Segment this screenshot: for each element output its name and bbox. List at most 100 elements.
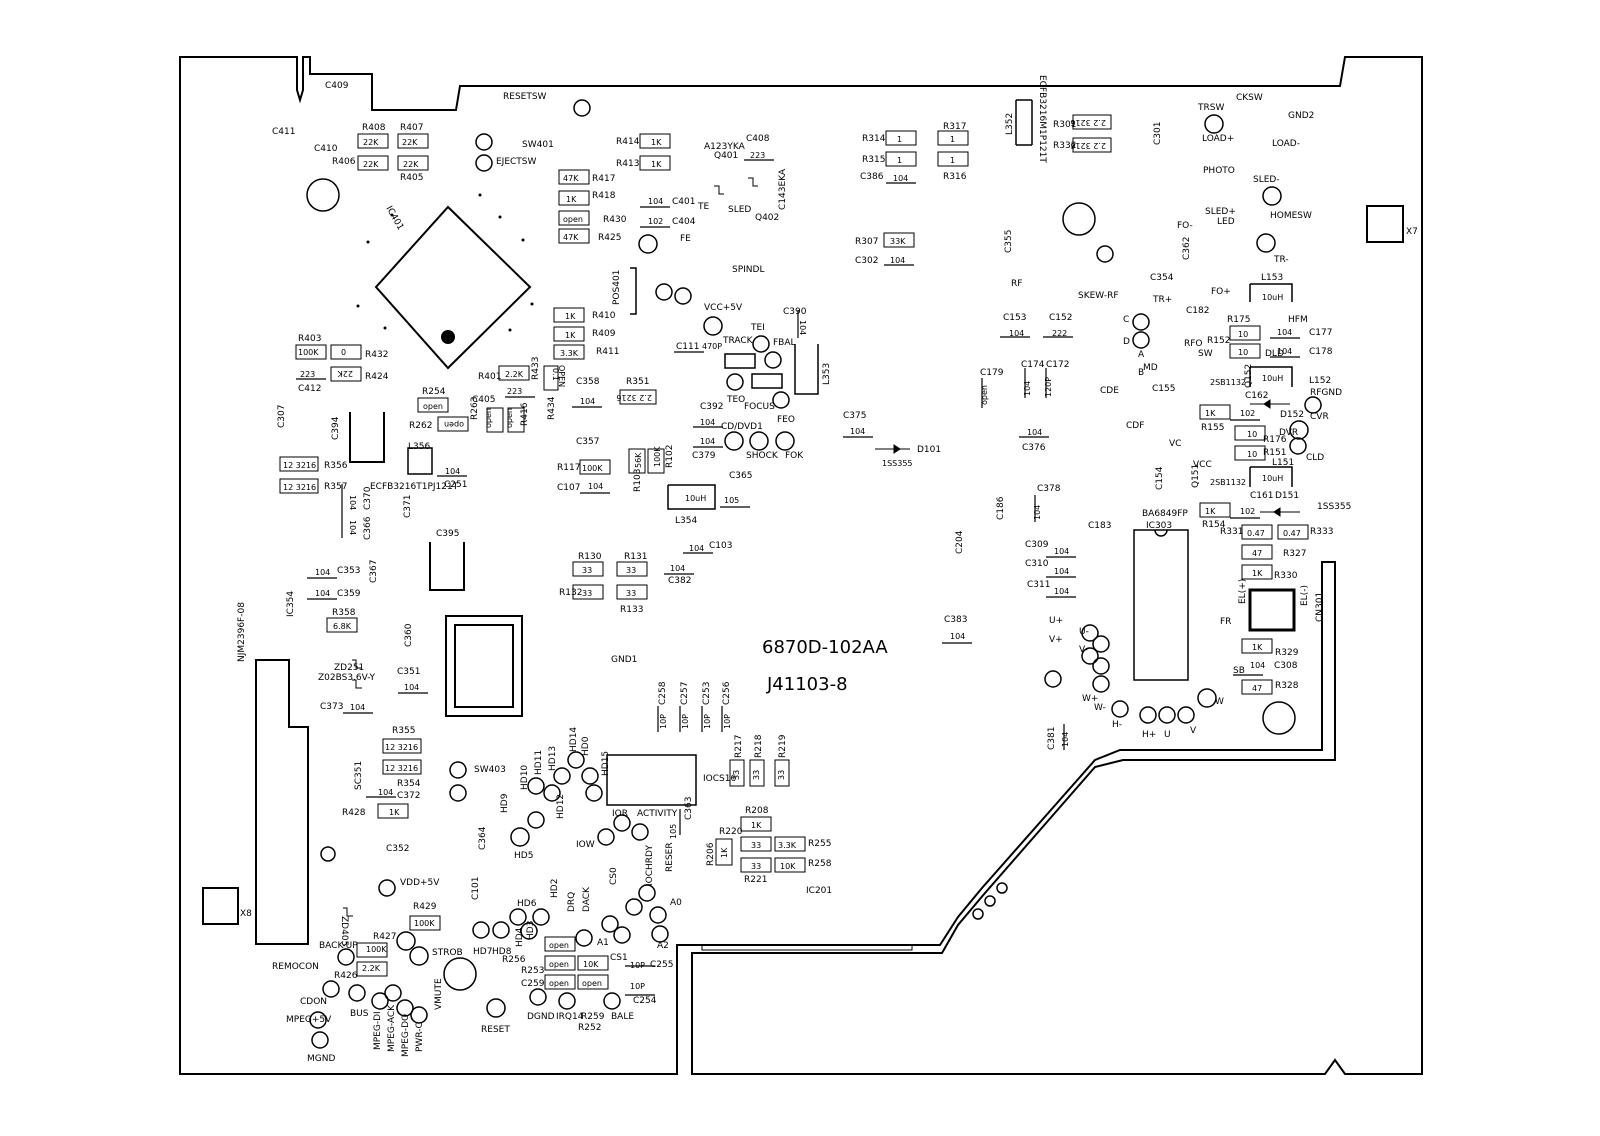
silkscreen-label: W: [1215, 697, 1224, 707]
silkscreen-label: CVR: [1310, 412, 1329, 422]
silkscreen-label: 33: [626, 566, 636, 575]
silkscreen-label: R219: [778, 734, 788, 758]
silkscreen-label: R405: [400, 173, 423, 183]
silkscreen-label: TR-: [1273, 255, 1289, 265]
silkscreen-label: 104: [1054, 587, 1069, 596]
silkscreen-label: 33: [582, 566, 592, 575]
silkscreen-label: R417: [592, 174, 615, 184]
silkscreen-label: IRQ14: [556, 1012, 584, 1022]
silkscreen-label: FE: [680, 234, 691, 244]
silkscreen-label: C358: [576, 377, 600, 387]
silkscreen-label: open: [980, 385, 989, 405]
silkscreen-label: VCC+5V: [704, 303, 743, 313]
silkscreen-label: C258: [658, 681, 668, 705]
silkscreen-label: IOR: [612, 809, 628, 819]
silkscreen-label: B: [1138, 368, 1144, 378]
silkscreen-label: 2.2 3216: [1070, 118, 1106, 127]
silkscreen-label: 1: [897, 156, 902, 165]
silkscreen-label: 1: [950, 156, 955, 165]
silkscreen-label: 104: [798, 320, 807, 335]
silkscreen-label: Q401: [714, 151, 738, 161]
silkscreen-label: 1K: [751, 821, 762, 830]
silkscreen-label: HD2: [550, 879, 560, 898]
silkscreen-label: X7: [1406, 227, 1418, 237]
silkscreen-label: 33: [626, 589, 636, 598]
silkscreen-label: 10P: [681, 714, 690, 729]
silkscreen-label: 1K: [651, 138, 662, 147]
silkscreen-label: SLED: [728, 205, 751, 215]
board-part-number: 6870D-102AA: [762, 637, 888, 658]
silkscreen-label: ECFB3216M1P121T: [1037, 75, 1047, 163]
silkscreen-label: SB: [1233, 666, 1245, 676]
silkscreen-label: SW403: [474, 765, 506, 775]
silkscreen-label: 104: [580, 397, 595, 406]
silkscreen-label: HFM: [1288, 315, 1308, 325]
silkscreen-label: R401: [478, 372, 501, 382]
silkscreen-label: R102: [665, 445, 675, 468]
silkscreen-label: C204: [955, 530, 965, 554]
silkscreen-label: SW401: [522, 140, 554, 150]
silkscreen-label: R433: [531, 357, 541, 380]
silkscreen-label: 104: [670, 564, 685, 573]
silkscreen-label: 223: [300, 370, 315, 379]
silkscreen-label: L151: [1272, 458, 1294, 468]
silkscreen-label: 104: [348, 520, 357, 535]
silkscreen-label: 1K: [1252, 569, 1263, 578]
silkscreen-label: DLD: [1265, 349, 1284, 359]
silkscreen-label: C256: [722, 681, 732, 705]
silkscreen-label: 100K: [366, 945, 387, 954]
silkscreen-label: A: [1138, 350, 1145, 360]
ic401-package: [374, 205, 532, 370]
silkscreen-label: R354: [397, 779, 421, 789]
silkscreen-label: C401: [672, 197, 695, 207]
silkscreen-label: 10uH: [1262, 293, 1283, 302]
silkscreen-label: 104: [1061, 732, 1070, 747]
silkscreen-label: 104: [348, 495, 357, 510]
silkscreen-label: 104: [950, 632, 965, 641]
silkscreen-label: RESETSW: [503, 92, 547, 102]
silkscreen-label: 0.47: [1247, 529, 1265, 538]
silkscreen-label: R434: [547, 396, 557, 420]
silkscreen-label: X8: [240, 909, 252, 919]
silkscreen-label: 120P: [1044, 377, 1053, 397]
silkscreen-label: C101: [471, 877, 481, 900]
silkscreen-label: PHOTO: [1203, 166, 1235, 176]
silkscreen-label: 1K: [565, 312, 576, 321]
silkscreen-label: FBAL: [773, 338, 796, 348]
silkscreen-label: C366: [363, 516, 373, 540]
silkscreen-label: HD6: [517, 899, 537, 909]
silkscreen-label: R414: [616, 137, 640, 147]
silkscreen-label: A2: [657, 941, 669, 951]
silkscreen-label: 104: [893, 174, 908, 183]
silkscreen-label: 56K: [634, 452, 643, 468]
silkscreen-label: RESET: [481, 1025, 510, 1035]
silkscreen-label: 3.3K: [778, 841, 797, 850]
silkscreen-label: open: [549, 979, 569, 988]
silkscreen-label: HD3: [526, 921, 536, 940]
silkscreen-label: LOAD-: [1272, 139, 1300, 149]
silkscreen-label: R410: [592, 311, 616, 321]
flex-connector-strip: [255, 659, 309, 945]
silkscreen-label: 10: [1238, 348, 1248, 357]
silkscreen-label: C259: [521, 979, 545, 989]
silkscreen-label: DVR: [1279, 428, 1298, 438]
silkscreen-label: L152: [1309, 376, 1331, 386]
silkscreen-label: C161: [1250, 491, 1273, 501]
silkscreen-label: R408: [362, 123, 386, 133]
silkscreen-label: 223: [507, 387, 522, 396]
silkscreen-label: 10P: [723, 714, 732, 729]
silkscreen-label: C381: [1047, 727, 1057, 750]
silkscreen-label: 1SS355: [882, 459, 913, 468]
silkscreen-label: R357: [324, 482, 347, 492]
silkscreen-label: C363: [684, 797, 694, 820]
silkscreen-label: C311: [1027, 580, 1050, 590]
silkscreen-label: 104: [1054, 567, 1069, 576]
silkscreen-label: U+: [1049, 616, 1063, 626]
silkscreen-label: R327: [1283, 549, 1306, 559]
silkscreen-label: C103: [709, 541, 732, 551]
silkscreen-label: C309: [1025, 540, 1049, 550]
silkscreen-label: HD4: [515, 927, 525, 947]
silkscreen-label: A1: [597, 938, 609, 948]
silkscreen-label: 102: [1240, 507, 1255, 516]
silkscreen-label: 104: [1023, 381, 1032, 396]
